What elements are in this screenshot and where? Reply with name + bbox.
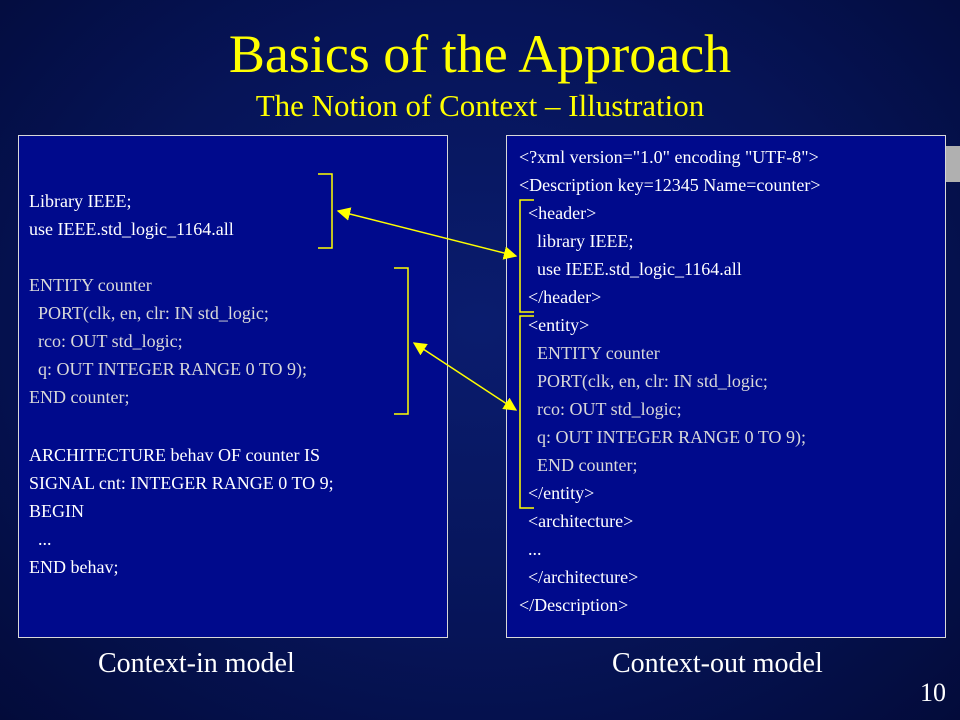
right-header-bracket [519, 199, 534, 313]
xml-line: </entity> [519, 483, 595, 503]
xml-line: PORT(clk, en, clr: IN std_logic; [519, 371, 768, 391]
entity-link-arrow [412, 342, 518, 411]
xml-line: END counter; [519, 455, 638, 475]
xml-line: <?xml version="1.0" encoding "UTF-8"> [519, 147, 819, 167]
xml-line: <entity> [519, 315, 590, 335]
xml-line: </Description> [519, 595, 629, 615]
code-line: ARCHITECTURE behav OF counter IS [29, 445, 320, 465]
xml-line: ENTITY counter [519, 343, 660, 363]
slide-subtitle: The Notion of Context – Illustration [255, 88, 705, 123]
header-link-arrow [336, 207, 518, 260]
code-line: BEGIN [29, 501, 84, 521]
xml-line: </architecture> [519, 567, 639, 587]
left-header-bracket [318, 173, 333, 249]
code-line: PORT(clk, en, clr: IN std_logic; [29, 303, 269, 323]
edge-tab [946, 146, 960, 182]
right-entity-bracket [519, 315, 534, 509]
slide-title: Basics of the Approach [228, 24, 732, 84]
xml-line: rco: OUT std_logic; [519, 399, 682, 419]
xml-line: <architecture> [519, 511, 634, 531]
xml-line: <Description key=12345 Name=counter> [519, 175, 821, 195]
code-line: rco: OUT std_logic; [29, 331, 183, 351]
code-line: use IEEE.std_logic_1164.all [29, 219, 234, 239]
xml-line: ... [519, 539, 542, 559]
left-entity-bracket [394, 267, 409, 415]
xml-line: <header> [519, 203, 597, 223]
context-in-caption: Context-in model [98, 648, 295, 679]
code-line: Library IEEE; [29, 191, 132, 211]
code-line: q: OUT INTEGER RANGE 0 TO 9); [29, 359, 307, 379]
code-line: END behav; [29, 557, 119, 577]
code-line: END counter; [29, 387, 130, 407]
code-line: ... [29, 529, 52, 549]
xml-line: q: OUT INTEGER RANGE 0 TO 9); [519, 427, 806, 447]
page-number: 10 [920, 678, 946, 707]
xml-line: </header> [519, 287, 602, 307]
code-line: ENTITY counter [29, 275, 152, 295]
xml-line: library IEEE; [519, 231, 634, 251]
code-line: SIGNAL cnt: INTEGER RANGE 0 TO 9; [29, 473, 334, 493]
context-out-panel: <?xml version="1.0" encoding "UTF-8"> <D… [506, 135, 946, 638]
context-out-caption: Context-out model [612, 648, 823, 679]
xml-line: use IEEE.std_logic_1164.all [519, 259, 742, 279]
